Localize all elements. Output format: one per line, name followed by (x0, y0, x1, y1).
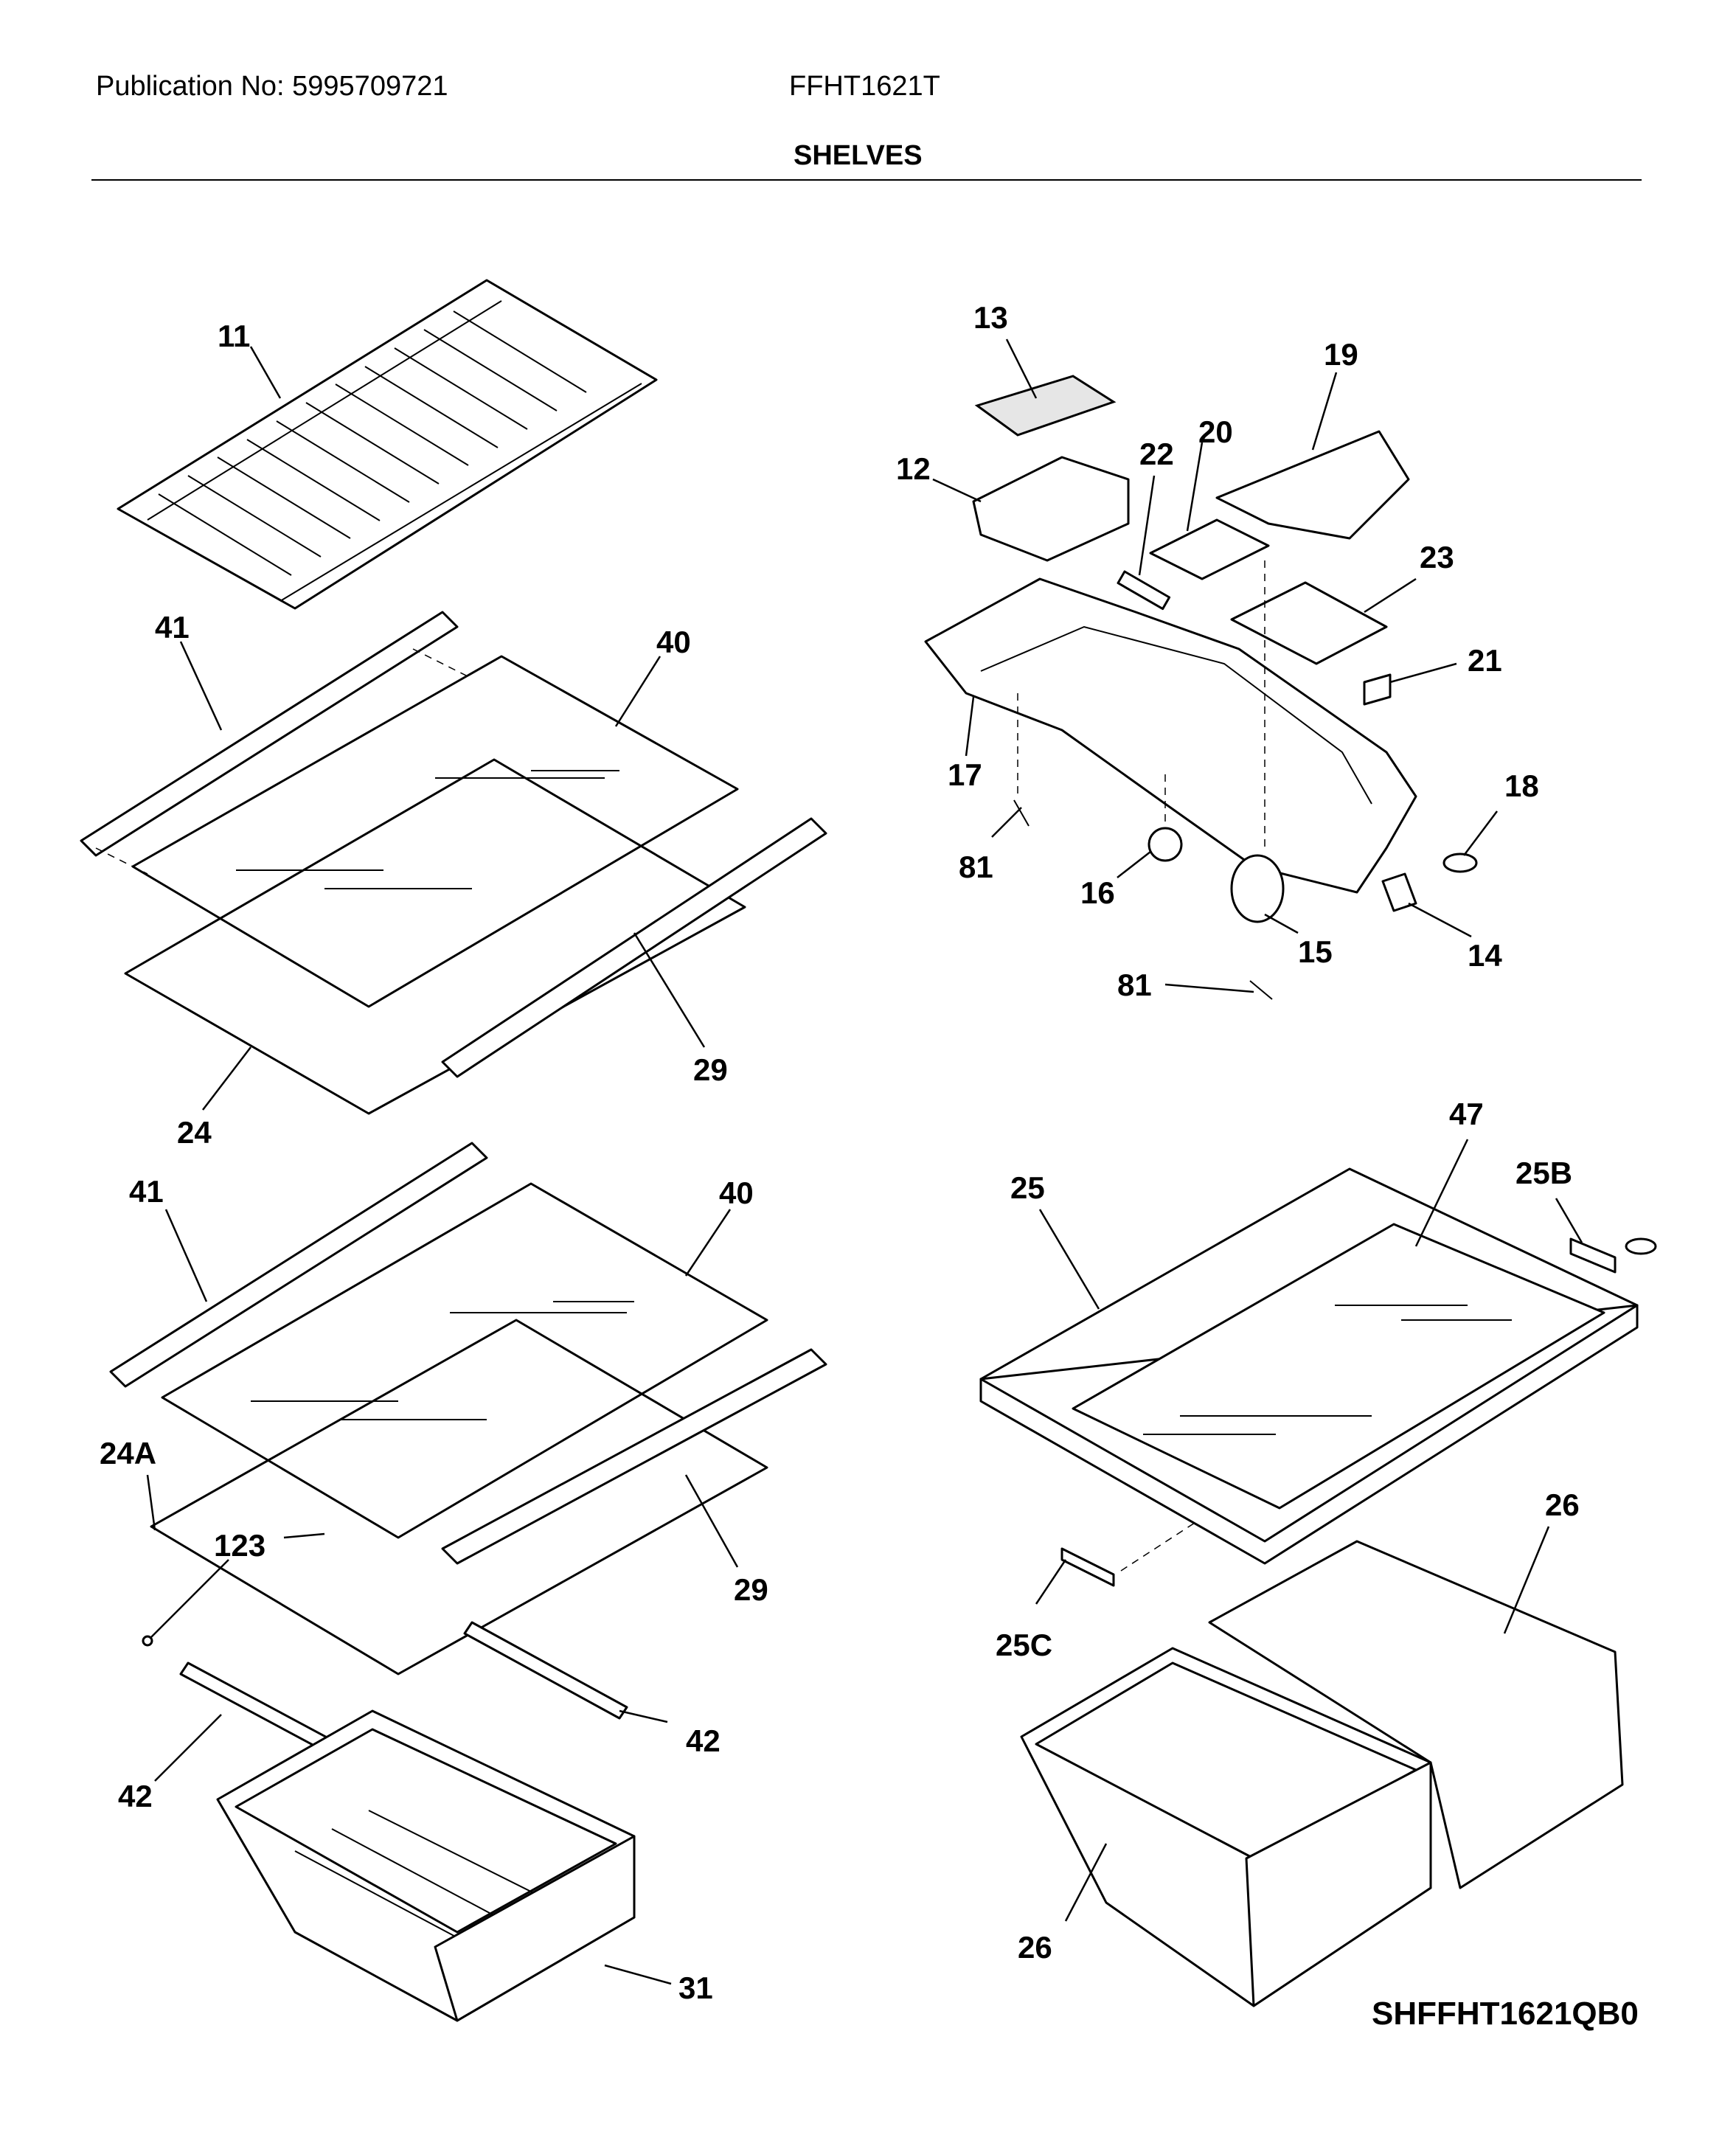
callout-18: 18 (1504, 768, 1539, 803)
callout-13: 13 (973, 300, 1008, 335)
model-number: FFHT1621T (789, 71, 940, 102)
callout-17: 17 (948, 757, 982, 792)
publication-number: Publication No: 5995709721 (96, 71, 448, 102)
switch-part-14 (1381, 872, 1417, 912)
cover-part-19 (1215, 430, 1410, 540)
shelf-frame-24-upper (124, 758, 746, 1115)
callout-24: 24 (177, 1115, 212, 1150)
callout-19: 19 (1324, 337, 1358, 372)
crisper-drawers-part-26 (1020, 1540, 1624, 2007)
shield-part-20 (1149, 518, 1270, 580)
harness-part-22 (1117, 570, 1171, 611)
callout-29-upper: 29 (693, 1052, 728, 1087)
callout-81-upper: 81 (959, 850, 993, 884)
shelf-rail-41-upper (80, 611, 459, 857)
callout-29-lower: 29 (734, 1572, 768, 1607)
callout-40-lower: 40 (719, 1176, 754, 1210)
callout-41-lower: 41 (129, 1174, 164, 1209)
callout-81-lower: 81 (1117, 968, 1152, 1002)
callout-26-front: 26 (1018, 1930, 1052, 1965)
knob-part-18 (1442, 853, 1478, 873)
callout-42-left: 42 (118, 1779, 153, 1813)
callout-25C: 25C (996, 1628, 1052, 1662)
callout-23: 23 (1420, 540, 1454, 574)
wire-shelf-part-11 (117, 279, 658, 610)
header-divider (91, 179, 1642, 181)
upper-shelf-assembly (80, 611, 827, 1115)
control-board-part-23 (1230, 581, 1388, 665)
glass-insert-part-47 (1072, 1223, 1605, 1510)
screw-123 (142, 1635, 153, 1647)
callout-labels: 11 41 40 29 24 41 40 24A 123 29 42 42 31… (100, 300, 1639, 2032)
control-part-25C (1060, 1547, 1115, 1587)
bracket-part-25B (1569, 1237, 1617, 1274)
callout-41-upper: 41 (155, 610, 190, 645)
pan-drawer-part-31 (216, 1709, 636, 2022)
callout-42-right: 42 (686, 1723, 721, 1758)
shelf-rail-41-lower (109, 1142, 488, 1388)
callout-24A: 24A (100, 1436, 156, 1470)
callout-22: 22 (1139, 437, 1174, 471)
diagram-reference-code: SHFFHT1621QB0 (1372, 1996, 1639, 2032)
glass-panel-40-lower (161, 1182, 768, 1539)
callout-25: 25 (1010, 1170, 1045, 1205)
callout-123: 123 (214, 1528, 265, 1563)
shelf-frame-24A (150, 1319, 768, 1676)
callout-12: 12 (896, 451, 931, 486)
callout-14: 14 (1468, 938, 1502, 973)
callout-16: 16 (1080, 875, 1115, 910)
filter-housing-part-12 (972, 456, 1130, 562)
shelf-rail-29-upper (441, 817, 827, 1078)
callout-15: 15 (1298, 934, 1333, 969)
filter-part-13 (974, 375, 1117, 437)
callout-11: 11 (218, 319, 250, 353)
socket-part-16 (1148, 827, 1183, 862)
bracket-42-right (463, 1621, 628, 1720)
callout-21: 21 (1468, 643, 1502, 678)
lower-shelf-assembly (109, 1142, 827, 1812)
page-title: SHELVES (794, 140, 923, 171)
screw-81-upper (1013, 799, 1030, 827)
bulb-part-15 (1230, 854, 1285, 923)
callout-47: 47 (1449, 1097, 1484, 1131)
housing-part-17 (924, 577, 1417, 894)
crisper-cover-assembly (979, 1167, 1657, 1587)
shelf-rail-29-lower (441, 1348, 827, 1565)
control-housing-assembly (924, 375, 1478, 1000)
callout-20: 20 (1198, 414, 1233, 449)
callout-40-upper: 40 (656, 625, 691, 659)
switch-part-21 (1363, 673, 1392, 706)
screw-81-lower (1249, 980, 1273, 1000)
callout-31: 31 (678, 1970, 713, 2005)
leader-lines (146, 338, 1583, 1985)
callout-25B: 25B (1515, 1156, 1572, 1190)
glass-panel-40-upper (131, 655, 739, 1008)
callout-26-rear: 26 (1545, 1487, 1580, 1522)
